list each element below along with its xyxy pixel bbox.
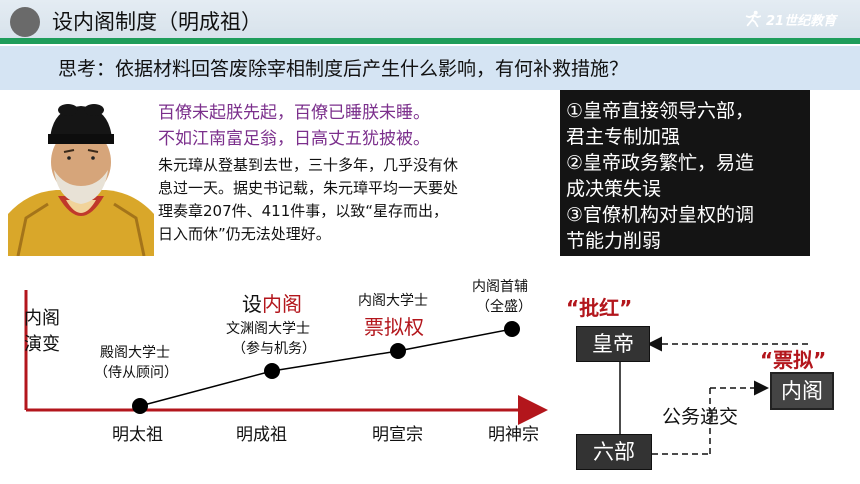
- timeline-chart: [24, 290, 548, 425]
- emperor-label: 明宣宗: [372, 425, 423, 445]
- brand-logo: 21世纪教育: [744, 6, 844, 32]
- question-bar: [0, 46, 860, 90]
- piaoni-label: “票拟”: [760, 348, 827, 372]
- timeline-point: [504, 321, 520, 337]
- answer-line: 节能力削弱: [566, 230, 662, 252]
- stage-title: 内阁大学士: [358, 293, 428, 309]
- power-flow-diagram: [619, 336, 808, 455]
- timeline-trend-line: [139, 328, 513, 407]
- ministries-box: 六部: [576, 434, 652, 470]
- material-line: 息过一天。据史书记载，朱元璋平均一天要处: [158, 179, 459, 197]
- material-line: 朱元璋从登基到去世，三十多年，几乎没有休: [158, 156, 459, 174]
- timeline-point: [390, 343, 406, 359]
- stage-sub: （全盛）: [476, 299, 532, 315]
- material-line: 理奏章207件、411件事，以致“星存而出，: [158, 202, 449, 220]
- emperor-box: 皇帝: [576, 326, 650, 362]
- poem-line-1: 百僚未起朕先起，百僚已睡朕未睡。: [158, 103, 430, 123]
- runner-logo-icon: [745, 10, 762, 28]
- header-accent-stripe: [0, 38, 860, 44]
- pihong-label: “批红”: [566, 296, 633, 320]
- emperor-portrait-image: [8, 96, 154, 256]
- logo-text: 21世纪教育: [766, 13, 837, 29]
- stage-highlight: 票拟权: [364, 315, 424, 339]
- timeline-point: [132, 398, 148, 414]
- timeline-y-label-1: 内阁: [24, 308, 60, 329]
- poem-line-2: 不如江南富足翁，日高丈五犹披被。: [158, 129, 430, 149]
- answer-line: ③官僚机构对皇权的调: [566, 204, 755, 226]
- answer-line: 成决策失误: [566, 178, 662, 200]
- stage-sub: （侍从顾问）: [94, 365, 178, 381]
- stage-highlight-term: 内阁: [262, 292, 302, 316]
- emperor-label: 明太祖: [112, 425, 163, 445]
- answer-line: 君主专制加强: [566, 126, 681, 148]
- stage-sub: （参与机务）: [232, 341, 316, 357]
- answer-box: [560, 90, 810, 256]
- material-line: 日入而休”仍无法处理好。: [158, 225, 331, 243]
- stage-highlight-prefix: 设: [242, 292, 262, 316]
- timeline-y-label-2: 演变: [24, 334, 60, 355]
- answer-line: ②皇帝政务繁忙，易造: [566, 152, 755, 174]
- stage-title: 内阁首辅: [472, 279, 528, 295]
- stage-title: 殿阁大学士: [100, 345, 170, 361]
- stage-highlight: 设内阁: [242, 288, 302, 317]
- header-bullet-icon: [10, 7, 40, 37]
- timeline-point: [264, 363, 280, 379]
- header-bar: [0, 0, 860, 44]
- slide-title: 设内阁制度（明成祖）: [52, 10, 262, 34]
- stage-title: 文渊阁大学士: [226, 321, 310, 337]
- emperor-label: 明成祖: [236, 425, 287, 445]
- question-text: 思考：依据材料回答废除宰相制度后产生什么影响，有何补救措施？: [58, 58, 629, 80]
- cabinet-box: 内阁: [770, 372, 834, 410]
- flow-label: 公务递交: [662, 406, 739, 428]
- emperor-label: 明神宗: [488, 425, 539, 445]
- answer-line: ①皇帝直接领导六部，: [566, 100, 755, 122]
